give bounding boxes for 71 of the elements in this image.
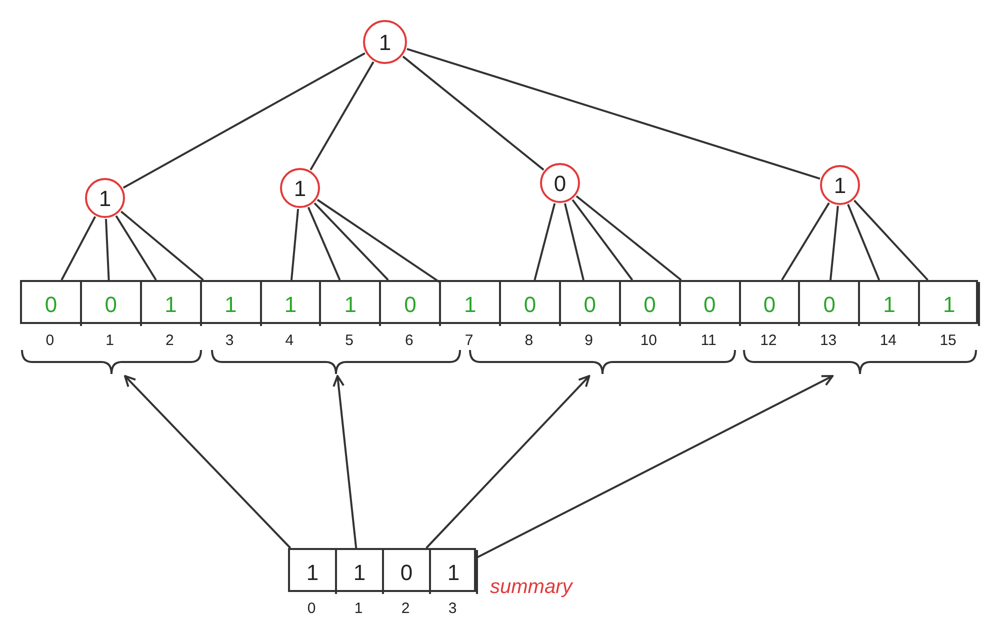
bit-cell: 1 (142, 282, 202, 326)
arrow (426, 375, 590, 549)
connector-line (534, 203, 556, 280)
bit-cell: 0 (82, 282, 142, 326)
connector-line (406, 48, 820, 180)
connector-line (104, 218, 110, 280)
index-number: 11 (700, 331, 716, 351)
connector-line (290, 208, 300, 280)
connector-line (316, 198, 440, 283)
connector-line (854, 200, 928, 281)
bit-cell: 1 (920, 282, 980, 326)
index-number: 3 (448, 599, 457, 619)
index-number: 9 (584, 331, 593, 351)
connector-line (122, 52, 366, 189)
bit-cell: 0 (22, 282, 82, 326)
index-number: 3 (225, 331, 234, 351)
index-number: 4 (285, 331, 294, 351)
index-number: 7 (464, 331, 474, 351)
connector-line (402, 56, 544, 171)
connector-line (847, 204, 880, 280)
index-number: 2 (401, 599, 410, 619)
summary-cell: 1 (431, 550, 478, 594)
index-number: 0 (307, 599, 316, 619)
summary-array (288, 548, 476, 592)
bit-cell: 0 (800, 282, 860, 326)
bit-cell: 1 (860, 282, 920, 326)
bit-cell: 0 (381, 282, 442, 326)
bit-cell: 1 (441, 282, 501, 326)
curly-brace (20, 348, 203, 376)
summary-cell: 0 (384, 550, 431, 594)
curly-brace (742, 348, 978, 376)
connector-line (564, 203, 584, 280)
connector-line (115, 215, 157, 281)
summary-cell: 1 (337, 550, 384, 594)
connector-line (310, 61, 374, 170)
index-number: 5 (345, 331, 354, 351)
connector-line (576, 195, 682, 281)
bit-cell: 1 (202, 282, 262, 326)
index-number: 2 (166, 331, 174, 351)
summary-cell: 1 (290, 550, 337, 594)
index-number: 8 (524, 331, 534, 351)
index-number: 14 (880, 331, 897, 351)
index-number: 15 (940, 331, 956, 351)
connector-line (781, 202, 830, 281)
bit-cell: 0 (560, 282, 621, 326)
bit-array (20, 280, 978, 324)
index-number: 1 (106, 331, 114, 351)
array-caption: summary (490, 575, 572, 600)
arrow (332, 375, 358, 548)
bit-cell: 0 (501, 282, 561, 326)
bit-cell: 0 (620, 282, 681, 326)
connector-line (314, 202, 389, 281)
connector-line (60, 216, 96, 280)
index-number: 10 (640, 331, 658, 351)
connector-line (307, 206, 341, 280)
index-number: 13 (820, 331, 837, 351)
index-number: 6 (405, 331, 414, 351)
connector-line (830, 206, 839, 280)
arrow (476, 375, 834, 559)
curly-brace (468, 348, 737, 376)
curly-brace (210, 348, 462, 376)
connector-line (120, 210, 204, 281)
bit-cell: 0 (740, 282, 800, 326)
connector-line (572, 199, 634, 281)
index-number: 1 (354, 599, 363, 619)
arrow (124, 375, 292, 549)
index-number: 12 (760, 331, 777, 351)
index-number: 0 (46, 331, 54, 351)
bit-cell: 0 (680, 282, 740, 326)
bit-cell: 1 (262, 282, 322, 326)
bit-cell: 1 (321, 282, 382, 326)
